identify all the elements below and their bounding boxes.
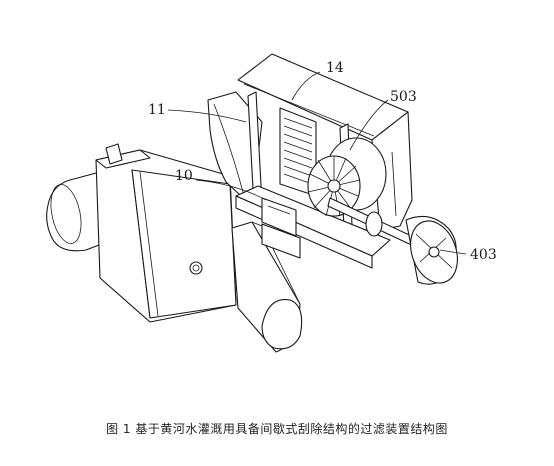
lower-base xyxy=(235,185,391,269)
figure-caption: 图 1 基于黄河水灌溉用具备间歇式刮除结构的过滤装置结构图 xyxy=(106,422,448,436)
label-14: 14 xyxy=(326,60,344,76)
scraper-disc xyxy=(405,215,458,285)
left-housing xyxy=(46,143,303,353)
label-11: 11 xyxy=(148,102,166,118)
label-503: 503 xyxy=(390,89,417,105)
brush-wheel xyxy=(307,137,421,249)
screen-slots xyxy=(283,117,313,185)
label-10: 10 xyxy=(175,168,193,184)
leader-lines xyxy=(167,71,467,255)
label-403: 403 xyxy=(470,247,497,263)
